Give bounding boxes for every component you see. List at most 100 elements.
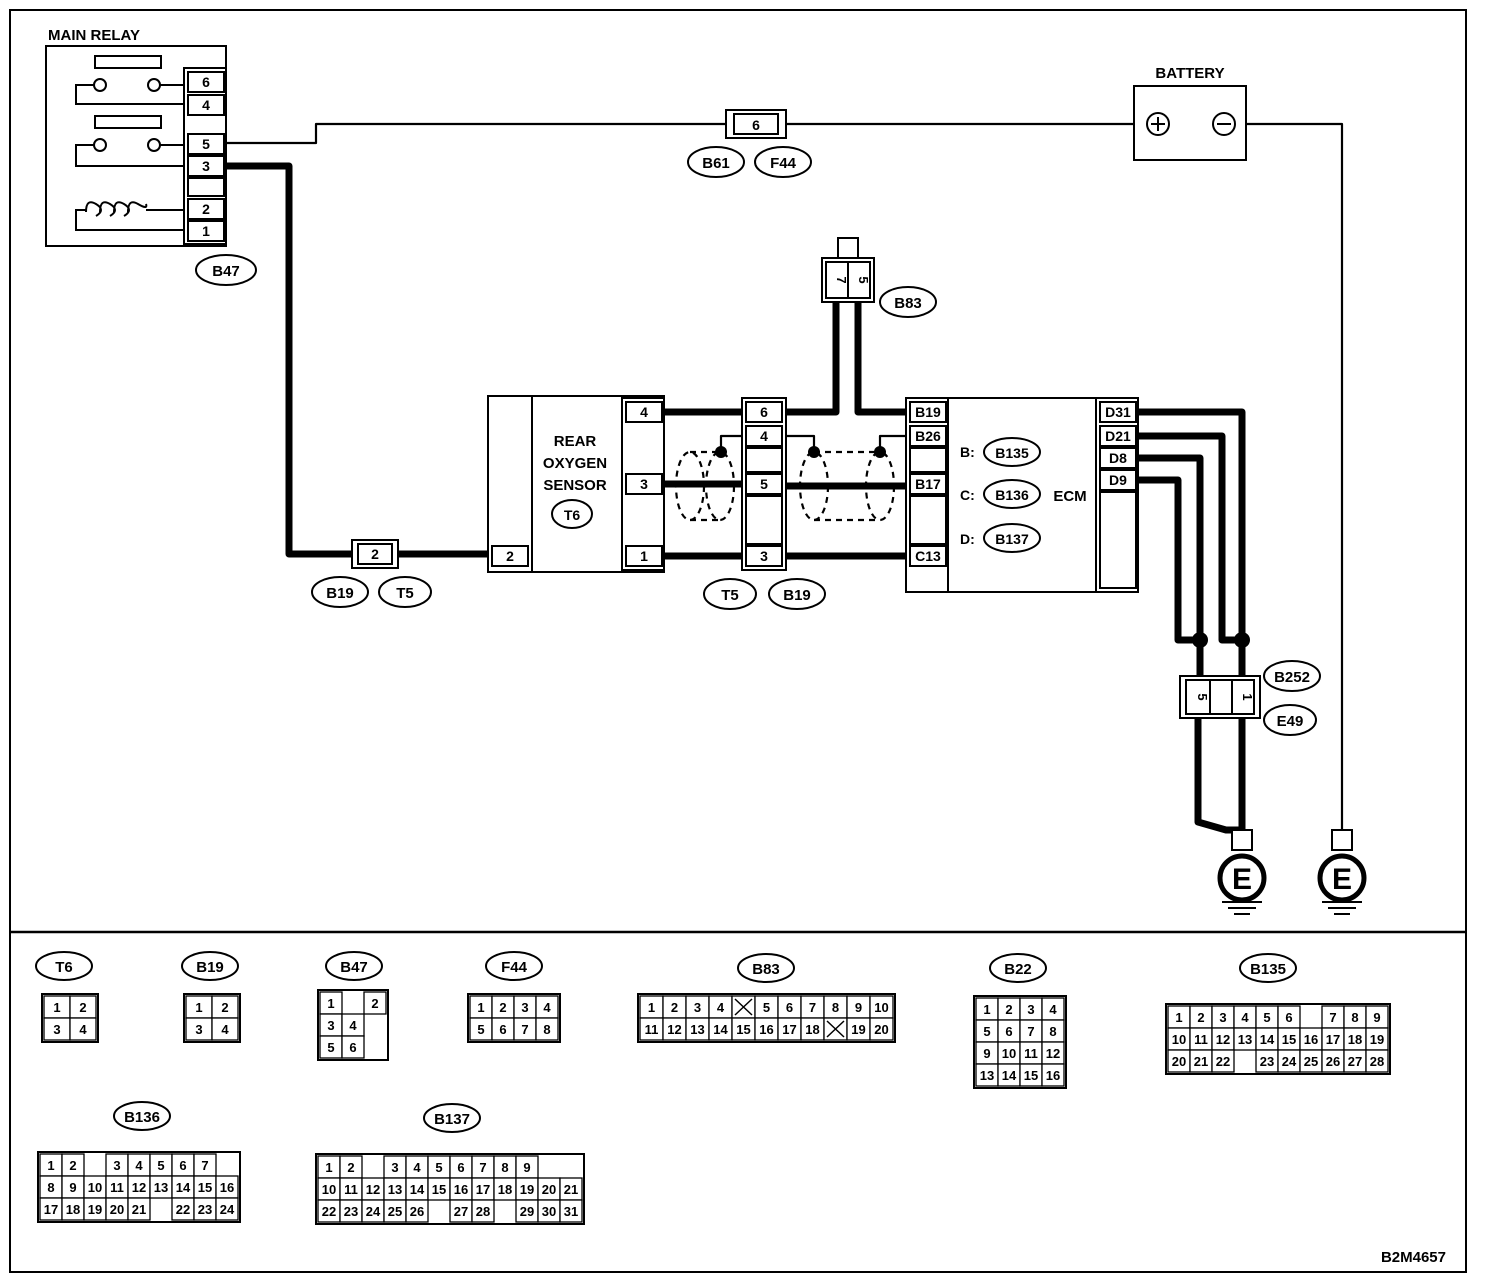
legend-pin: 20: [874, 1022, 888, 1037]
ground-2: E: [1317, 829, 1367, 915]
blank-pin-icon: [734, 998, 753, 1016]
legend-pin: 6: [1005, 1024, 1012, 1039]
legend-cell: [215, 1197, 239, 1221]
legend-pin: 3: [53, 1022, 60, 1037]
relay-pin: 5: [202, 136, 210, 152]
ecm-b-label: B:: [960, 444, 975, 460]
legend-pin: 24: [220, 1202, 235, 1217]
tag-t5-2: [703, 578, 757, 610]
shield-loop-1: [674, 450, 706, 522]
diagram-frame: [9, 9, 1467, 1273]
legend-pin: 15: [198, 1180, 212, 1195]
tag-t5-2-text: T5: [721, 587, 739, 604]
legend-pin: 20: [110, 1202, 124, 1217]
wire-b83-5: [854, 300, 908, 416]
relay-terminal: [93, 78, 107, 92]
tag-t6-text: T6: [564, 507, 581, 523]
legend-pin: 22: [322, 1204, 336, 1219]
legend-pin: 3: [391, 1160, 398, 1175]
relay-terminal: [93, 138, 107, 152]
legend-pin: 5: [435, 1160, 442, 1175]
legend-pin: 17: [44, 1202, 58, 1217]
legend-pin: 9: [1373, 1010, 1380, 1025]
relay-pin: 3: [202, 158, 210, 174]
legend-pin: 3: [694, 1000, 701, 1015]
legend-pin: 18: [66, 1202, 80, 1217]
legend-pin: 24: [1282, 1054, 1297, 1069]
tag-b83-text: B83: [894, 295, 922, 312]
legend-cell: [211, 1017, 239, 1041]
tag-e49: [1263, 704, 1317, 736]
legend-title: B22: [1004, 961, 1032, 978]
relay-terminal: [147, 78, 161, 92]
tag-b47: [195, 254, 257, 286]
legend-pin: 10: [1172, 1032, 1186, 1047]
ecm-c-label: C:: [960, 487, 975, 503]
legend-pin: 12: [1216, 1032, 1230, 1047]
b252-cell: [1209, 679, 1233, 715]
legend-pin: 6: [499, 1022, 506, 1037]
legend-tag: [485, 951, 543, 981]
legend-pin: 19: [851, 1022, 865, 1037]
legend-pin: 23: [344, 1204, 358, 1219]
legend-pin: 15: [736, 1022, 750, 1037]
inline-pin-box: [745, 473, 783, 495]
legend-pin: 4: [717, 1000, 725, 1015]
legend-cell: [869, 1017, 894, 1041]
inline-pin-box: [745, 545, 783, 567]
legend-pin: 9: [523, 1160, 530, 1175]
ground-1: E: [1217, 829, 1267, 915]
legend-pin: 12: [1046, 1046, 1060, 1061]
b83-latch: [837, 237, 859, 259]
wires: [226, 122, 1344, 834]
legend-pin: 10: [322, 1182, 336, 1197]
legend-pin: 29: [520, 1204, 534, 1219]
legend-pin: 17: [476, 1182, 490, 1197]
wire-d31: [1138, 408, 1246, 640]
tag-b61: [687, 146, 745, 178]
tag-t6: [551, 499, 593, 529]
legend-pin: 3: [327, 1018, 334, 1033]
legend-pin: 6: [786, 1000, 793, 1015]
legend-tag: [1239, 953, 1297, 983]
legend-cell: [405, 1199, 429, 1223]
legend-pin: 19: [1370, 1032, 1384, 1047]
relay-pin: 4: [202, 97, 210, 113]
legend-pin: 2: [371, 996, 378, 1011]
legend-pin: 8: [1049, 1024, 1056, 1039]
legend-tag: [989, 953, 1047, 983]
ecm-left-pin: B17: [915, 476, 941, 492]
shield-loop-4: [864, 450, 896, 522]
legend-pin: 10: [88, 1180, 102, 1195]
tag-b137-text: B137: [995, 531, 1029, 547]
legend-tag: [35, 951, 93, 981]
connector-b83: 7 5 B83: [821, 237, 937, 318]
shield-loop-2: [704, 450, 736, 522]
legend-cell: [341, 1035, 365, 1059]
legend-pin: 13: [388, 1182, 402, 1197]
b252-pin-1: 1: [1240, 693, 1255, 700]
legend-pin: 12: [132, 1180, 146, 1195]
legend-pin: 25: [388, 1204, 402, 1219]
ground-icon: [1317, 853, 1367, 903]
legend-pin: 21: [564, 1182, 578, 1197]
b252-cell: [1185, 679, 1211, 715]
legend-pin: 18: [498, 1182, 512, 1197]
legend-cell: [1041, 1063, 1065, 1087]
tag-b252-text: B252: [1274, 669, 1310, 686]
legend-pin: 18: [805, 1022, 819, 1037]
inline-pin-box: [745, 425, 783, 447]
sensor-label-1: REAR: [554, 433, 597, 450]
splice-dot: [808, 446, 820, 458]
legend-pin: 8: [501, 1160, 508, 1175]
splice-dot: [1234, 632, 1250, 648]
tag-b83: [879, 286, 937, 318]
legend-pin: 9: [855, 1000, 862, 1015]
legend-pin: 5: [1263, 1010, 1270, 1025]
legend-cell: [363, 991, 387, 1015]
ground-symbol-icon: [1322, 901, 1362, 915]
legend-pin: 14: [713, 1022, 728, 1037]
